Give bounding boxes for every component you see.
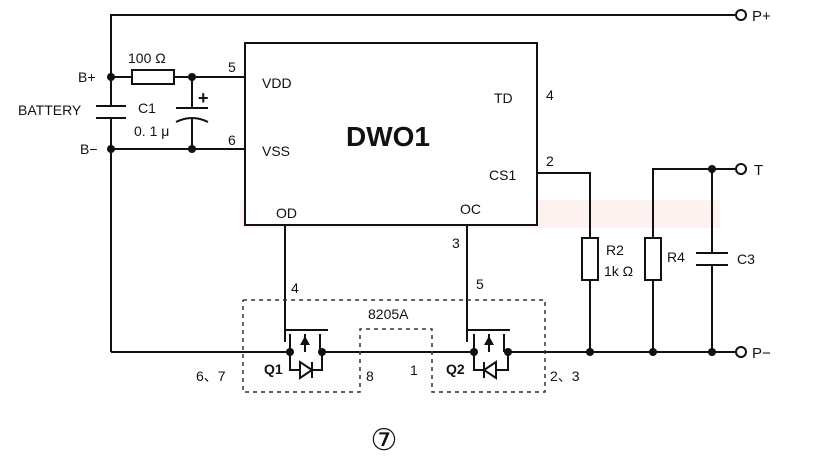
cs1-wire (537, 172, 591, 238)
battery-label: BATTERY (18, 102, 82, 118)
package-name: 8205A (368, 306, 409, 322)
q2-arrow (484, 336, 494, 345)
p-minus-terminal (735, 346, 747, 358)
resistor-r4 (644, 237, 662, 281)
battery-section: BATTERY B+ B− (18, 69, 126, 352)
mosfet-q2: Q2 (446, 318, 512, 380)
resistor-r1: 100 Ω (111, 50, 245, 85)
mosfet-package-8205a: 8205A Q1 (196, 299, 580, 393)
p-plus-label: P+ (752, 8, 771, 25)
pin-td-label: TD (494, 90, 513, 106)
pin3-number: 3 (452, 235, 460, 251)
q1-gate-pin: 4 (291, 280, 299, 296)
q2-pins: 2、3 (550, 368, 580, 384)
pin6-number: 6 (228, 132, 236, 148)
pin-vdd-label: VDD (262, 75, 292, 91)
ic-body (244, 42, 538, 226)
ic-dwo1: DWO1 VDD VSS TD CS1 OD OC 5 6 4 2 3 (228, 42, 554, 251)
capacitor-c1: + C1 0. 1 μ (134, 73, 209, 153)
r1-value: 100 Ω (128, 50, 166, 66)
p-minus-label: P− (752, 345, 771, 362)
c3-name: C3 (737, 251, 755, 267)
pin-oc-label: OC (460, 201, 481, 217)
q2-diode (482, 360, 497, 380)
p-minus-rail: P− (111, 345, 771, 362)
q1-diode (299, 360, 314, 380)
pin-vss-label: VSS (262, 143, 290, 159)
p-plus-terminal (735, 9, 747, 21)
mosfet-q1: Q1 (264, 318, 328, 380)
pin2-number: 2 (546, 153, 554, 169)
b-plus-label: B+ (78, 69, 96, 85)
q2-gate-pin: 5 (476, 276, 484, 292)
q2-label: Q2 (446, 361, 465, 377)
pin8-label: 8 (366, 368, 374, 384)
ic-name: DWO1 (346, 121, 430, 152)
q1-label: Q1 (264, 361, 283, 377)
q1-pins: 6、7 (196, 368, 226, 384)
pin4-number: 4 (546, 87, 554, 103)
c1-polarity: + (198, 88, 209, 108)
r4-name: R4 (667, 249, 685, 265)
t-label: T (754, 162, 763, 179)
pin1-label: 1 (410, 362, 418, 378)
r2-value: 1k Ω (604, 263, 633, 279)
t-network: T R4 C3 (644, 162, 763, 352)
t-terminal (735, 163, 747, 175)
c1-value: 0. 1 μ (134, 123, 169, 139)
resistor-r2: R2 1k Ω (581, 237, 633, 352)
q1-arrow (300, 336, 310, 345)
pin5-number: 5 (228, 59, 236, 75)
figure-number: ⑦ (371, 424, 398, 457)
r2-name: R2 (606, 242, 624, 258)
b-minus-label: B− (80, 141, 98, 157)
c1-name: C1 (138, 100, 156, 116)
pin-od-label: OD (276, 205, 297, 221)
pin-cs1-label: CS1 (489, 167, 516, 183)
p-plus-rail: P+ (110, 8, 771, 77)
